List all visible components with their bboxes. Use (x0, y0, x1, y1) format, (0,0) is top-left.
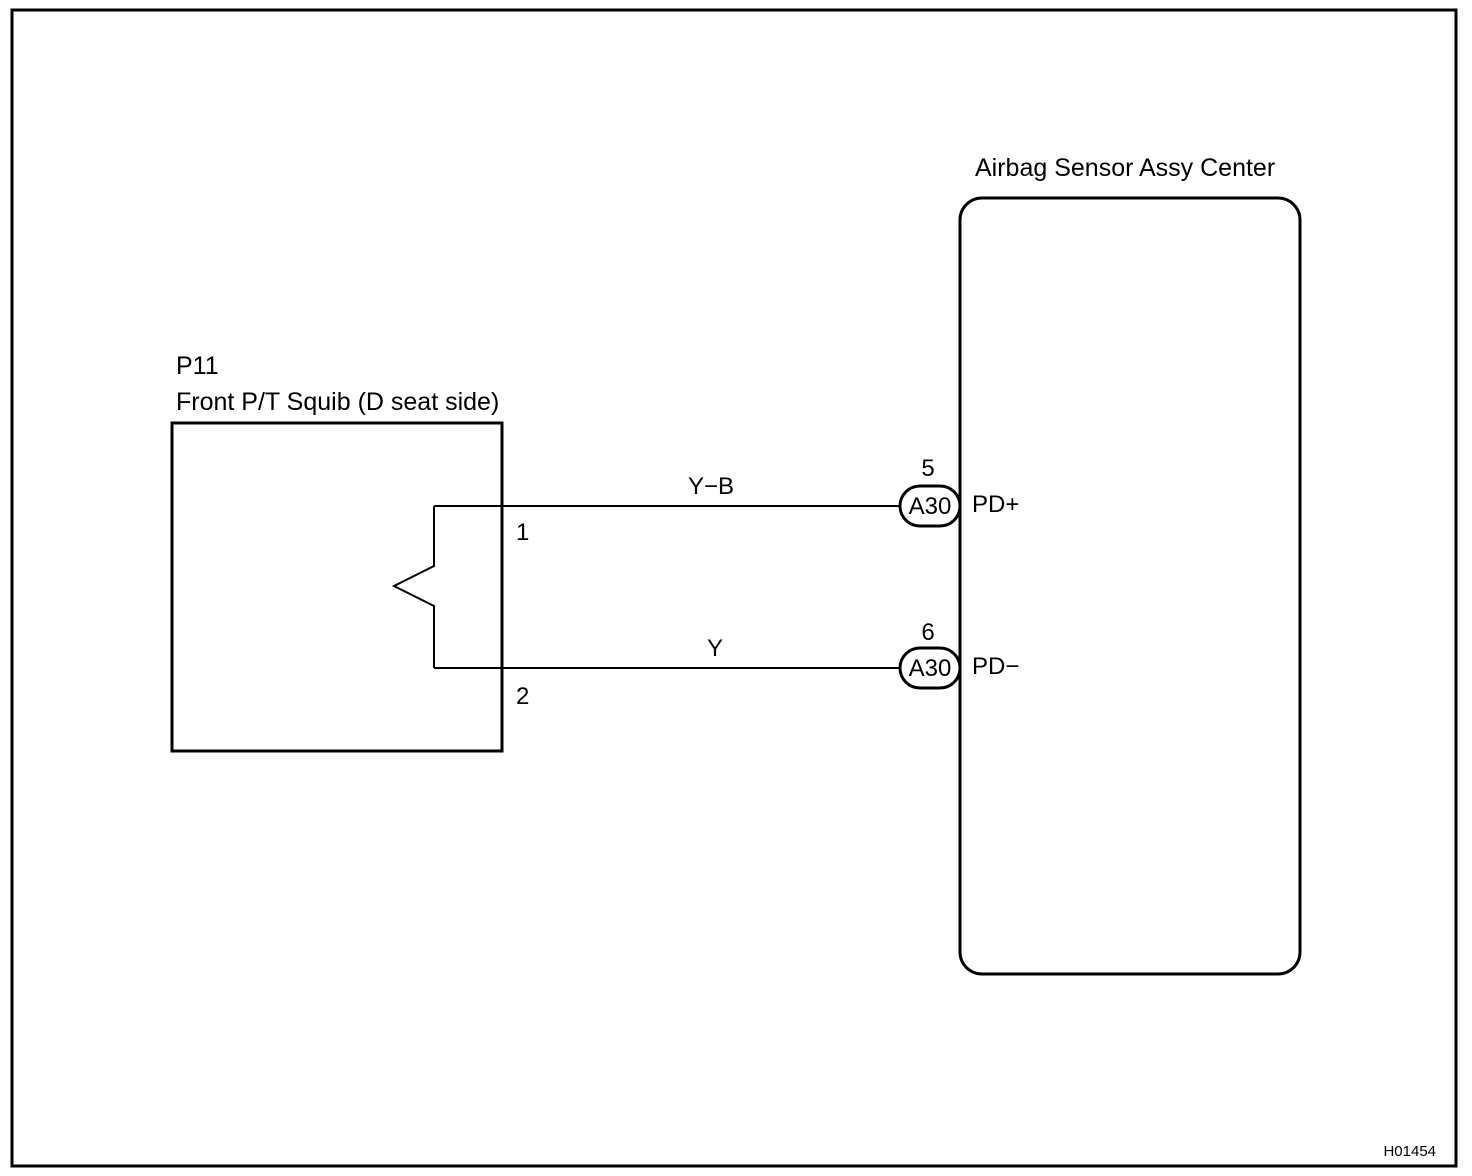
squib-box (170, 421, 504, 753)
sensor-name: Airbag Sensor Assy Center (975, 154, 1275, 182)
sensor-component: Airbag Sensor Assy Center (958, 154, 1302, 976)
squib-name: Front P/T Squib (D seat side) (176, 388, 499, 416)
diagram-frame (10, 8, 1458, 1168)
squib-pin-1: 1 (516, 519, 529, 546)
squib-code: P11 (176, 352, 219, 380)
wire-color-label: Y (707, 635, 723, 662)
sensor-box (958, 196, 1302, 976)
connector-code: A30 (909, 655, 952, 682)
connector-pin-number: 6 (921, 619, 934, 646)
terminal-label: PD+ (972, 491, 1019, 518)
terminal-label: PD− (972, 653, 1019, 680)
squib-element-symbol (391, 506, 435, 668)
figure-id: H01454 (1383, 1143, 1436, 1160)
connector-badge (898, 646, 962, 690)
connector-badge (898, 484, 962, 528)
wire-pd-plus: Y−B 5 A30 PD+ (434, 455, 1019, 528)
wire-pd-minus: Y 6 A30 PD− (434, 619, 1019, 690)
connector-code: A30 (909, 493, 952, 520)
squib-pin-2: 2 (516, 683, 529, 710)
squib-component: P11 Front P/T Squib (D seat side) 1 2 (170, 352, 529, 753)
connector-pin-number: 5 (921, 455, 934, 482)
wire-color-label: Y−B (688, 473, 734, 500)
